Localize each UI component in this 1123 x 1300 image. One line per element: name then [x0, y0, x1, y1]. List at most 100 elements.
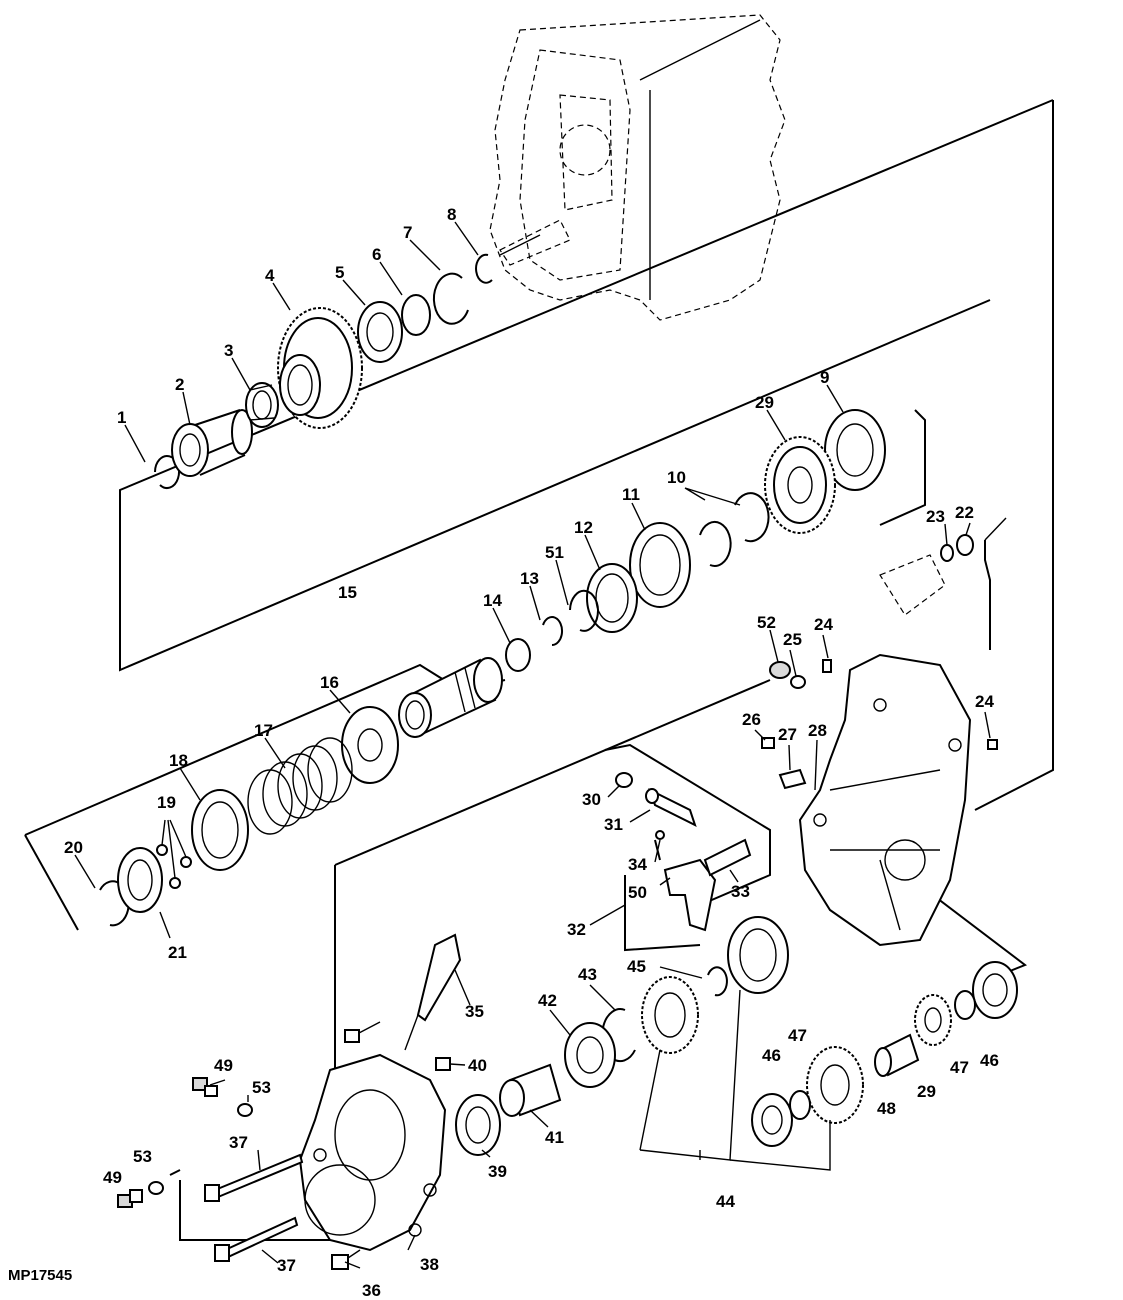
washer-25 — [790, 675, 806, 689]
callout-48: 48 — [877, 1099, 896, 1118]
callout-46b: 46 — [762, 1046, 781, 1065]
callout-8: 8 — [447, 205, 456, 224]
callout-29b: 29 — [917, 1082, 936, 1101]
seal-11 — [629, 522, 691, 608]
shaft-assembly-15 — [398, 657, 503, 738]
snap-ring-10a — [734, 492, 770, 543]
callout-20: 20 — [64, 838, 83, 857]
ring-22 — [956, 534, 974, 556]
callout-21: 21 — [168, 943, 187, 962]
callout-41: 41 — [545, 1128, 564, 1147]
shaft-41 — [499, 1063, 562, 1117]
bearing-46a — [972, 961, 1018, 1019]
callout-1: 1 — [117, 408, 126, 427]
callout-30: 30 — [582, 790, 601, 809]
callout-28: 28 — [808, 721, 827, 740]
snap-ring-45 — [707, 966, 728, 997]
callout-45: 45 — [627, 957, 646, 976]
callout-52: 52 — [757, 613, 776, 632]
callout-46a: 46 — [980, 1051, 999, 1070]
callout-2: 2 — [175, 375, 184, 394]
sleeve-2 — [171, 409, 253, 477]
washer-47b — [789, 1090, 811, 1120]
callout-10: 10 — [667, 468, 686, 487]
callout-14: 14 — [483, 591, 502, 610]
callout-11: 11 — [622, 485, 640, 504]
callout-40: 40 — [468, 1056, 487, 1075]
switch-49b — [117, 1189, 143, 1208]
shift-collar — [727, 916, 789, 994]
callout-43: 43 — [578, 965, 597, 984]
cap-14 — [505, 638, 531, 672]
washer-47a — [954, 990, 976, 1020]
callout-47a: 47 — [950, 1058, 969, 1077]
spring-17 — [247, 737, 353, 835]
callout-3: 3 — [224, 341, 233, 360]
engine-housing — [489, 14, 786, 321]
callout-29a: 29 — [755, 393, 774, 412]
callout-44: 44 — [716, 1192, 735, 1211]
callout-24b: 24 — [975, 692, 994, 711]
washer-53a — [237, 1103, 253, 1117]
callout-31: 31 — [604, 815, 623, 834]
callout-24a: 24 — [814, 615, 833, 634]
shaft-48 — [874, 1033, 920, 1077]
callout-47b: 47 — [788, 1026, 807, 1045]
callout-27: 27 — [778, 725, 797, 744]
balls-19 — [156, 819, 192, 889]
callout-38: 38 — [420, 1255, 439, 1274]
callout-12: 12 — [574, 518, 593, 537]
gear-4 — [277, 307, 363, 429]
callout-17: 17 — [254, 721, 273, 740]
callout-37b: 37 — [277, 1256, 296, 1275]
callout-50: 50 — [628, 883, 647, 902]
callout-53a: 53 — [252, 1078, 271, 1097]
sealant-tube-35 — [404, 933, 462, 1051]
ring-12 — [586, 563, 638, 633]
callout-15: 15 — [338, 583, 357, 602]
bolt-upper — [344, 1021, 381, 1043]
bearing-5 — [357, 301, 403, 363]
bolt-37b — [214, 1216, 299, 1262]
gear-46b-cluster — [806, 1046, 864, 1124]
callout-37a: 37 — [229, 1133, 248, 1152]
callout-33: 33 — [731, 882, 750, 901]
washer-16 — [341, 706, 399, 784]
parts — [99, 253, 1018, 1270]
callout-18: 18 — [169, 751, 188, 770]
callout-22: 22 — [955, 503, 974, 522]
washer-6 — [401, 294, 431, 336]
switch-49a — [192, 1077, 218, 1097]
callout-35: 35 — [465, 1002, 484, 1021]
callout-6: 6 — [372, 245, 381, 264]
screw-24a — [822, 659, 832, 673]
sensor — [879, 554, 946, 616]
callout-9: 9 — [820, 368, 829, 387]
callout-23: 23 — [926, 507, 945, 526]
ring-23 — [940, 544, 954, 562]
transmission-case — [798, 653, 972, 947]
shift-rod-31 — [645, 788, 697, 827]
gear-29-upper — [764, 436, 836, 534]
callout-16: 16 — [320, 673, 339, 692]
callout-36: 36 — [362, 1281, 381, 1300]
plug-52 — [769, 661, 791, 679]
callout-39: 39 — [488, 1162, 507, 1181]
callout-34: 34 — [628, 855, 647, 874]
callout-5: 5 — [335, 263, 344, 282]
bolt-26 — [761, 737, 775, 749]
leader-lines — [74, 221, 1007, 1269]
callout-49a: 49 — [214, 1056, 233, 1075]
callout-49b: 49 — [103, 1168, 122, 1187]
washer-53b — [148, 1181, 164, 1195]
shaft-33 — [703, 838, 752, 877]
shift-fork-32 — [654, 830, 717, 932]
bolt-37a — [204, 1153, 304, 1202]
washer-21 — [117, 847, 163, 913]
hub-18 — [191, 789, 249, 871]
callout-4: 4 — [265, 266, 275, 285]
callout-7: 7 — [403, 223, 412, 242]
bearing-42 — [564, 1022, 616, 1088]
callout-42: 42 — [538, 991, 557, 1010]
callout-25: 25 — [783, 630, 802, 649]
